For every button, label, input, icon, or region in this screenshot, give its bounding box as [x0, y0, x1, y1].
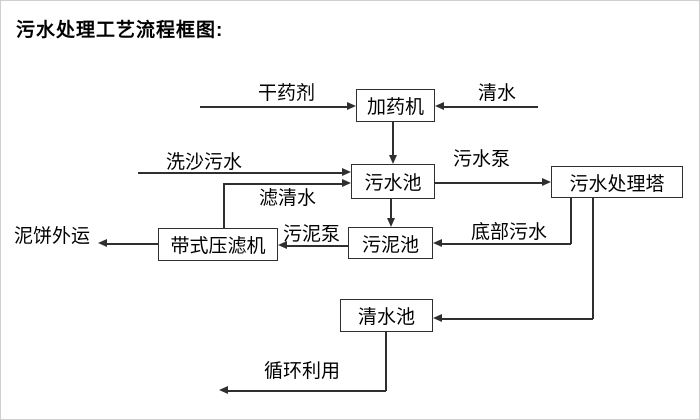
- arrowhead-filtered-water-icon: [342, 179, 351, 187]
- arrowhead-dry-chemical-icon: [347, 102, 356, 110]
- line-dosing-to-sewage: [392, 122, 394, 156]
- arrowhead-recycle-icon: [219, 386, 228, 394]
- line-clean-water: [444, 106, 538, 108]
- arrowhead-tower-to-clean-icon: [433, 314, 442, 322]
- line-filtered-water: [223, 183, 342, 185]
- line-recycle: [228, 390, 386, 392]
- label-mud-cake-out: 泥饼外运: [14, 226, 91, 247]
- arrowhead-clean-water-icon: [435, 102, 444, 110]
- label-sewage-pump: 污水泵: [453, 149, 511, 170]
- node-dosing-machine: 加药机: [356, 89, 435, 122]
- arrowhead-mud-cake-out-icon: [98, 239, 107, 247]
- arrowhead-sand-washing-icon: [342, 168, 351, 176]
- label-bottom-sewage: 底部污水: [471, 222, 548, 243]
- arrowhead-dosing-to-sewage-icon: [389, 155, 397, 164]
- line-sewage-to-sludge: [390, 199, 392, 219]
- line-sand-washing: [138, 172, 342, 174]
- line-tower-to-clean: [442, 318, 593, 320]
- label-clean-water: 清水: [478, 83, 517, 104]
- label-sand-washing-sewage: 洗沙污水: [166, 152, 243, 173]
- line-recycle-drop: [385, 332, 387, 391]
- line-sewage-pump: [435, 182, 542, 184]
- line-dry-chemical: [200, 106, 347, 108]
- arrowhead-bottom-sewage-icon: [433, 239, 442, 247]
- node-sludge-pool: 污泥池: [348, 227, 433, 259]
- page-title: 污水处理工艺流程框图:: [16, 20, 224, 41]
- node-belt-filter-press: 带式压滤机: [158, 228, 278, 261]
- node-clean-water-pool: 清水池: [340, 299, 433, 332]
- label-dry-chemical: 干药剂: [258, 83, 316, 104]
- line-filtered-water-riser: [223, 184, 225, 228]
- line-mud-cake-out: [107, 243, 158, 245]
- label-recycle: 循环利用: [264, 361, 341, 382]
- line-sludge-pump: [287, 245, 348, 247]
- node-sewage-pool: 污水池: [351, 164, 435, 199]
- arrowhead-sludge-pump-icon: [278, 241, 287, 249]
- line-bottom-sewage-drop: [570, 198, 572, 244]
- label-sludge-pump: 污泥泵: [283, 224, 341, 245]
- label-filtered-water: 滤清水: [259, 188, 317, 209]
- arrowhead-sewage-to-sludge-icon: [387, 218, 395, 227]
- line-tower-to-clean-drop: [592, 198, 594, 319]
- line-bottom-sewage: [442, 243, 571, 245]
- node-treatment-tower: 污水处理塔: [551, 166, 683, 198]
- arrowhead-sewage-pump-icon: [542, 178, 551, 186]
